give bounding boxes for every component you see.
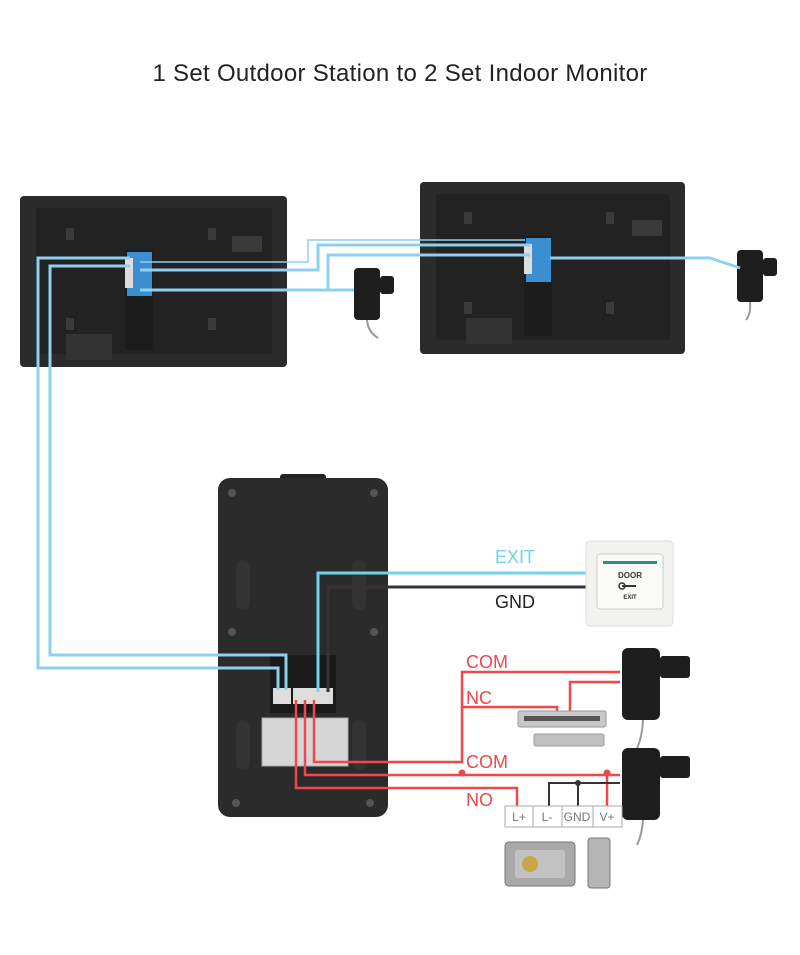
terminal-l-minus: L- <box>542 810 553 824</box>
indoor-monitor-2 <box>420 182 685 354</box>
power-adapter-monitor-2 <box>737 250 777 321</box>
electric-lock <box>504 837 611 889</box>
svg-text:DOOR: DOOR <box>618 571 642 580</box>
indoor-monitor-1 <box>20 196 287 367</box>
outdoor-station <box>218 474 388 817</box>
exit-label: EXIT <box>495 547 535 567</box>
terminal-gnd: GND <box>564 810 591 824</box>
no-label: NO <box>466 790 493 810</box>
power-adapter-monitor-1 <box>354 268 394 339</box>
power-adapter-lock-2 <box>622 748 690 846</box>
gnd-wire <box>326 585 586 692</box>
diagram-title: 1 Set Outdoor Station to 2 Set Indoor Mo… <box>152 60 648 87</box>
video-terminal <box>273 688 291 704</box>
com-label-2: COM <box>466 752 508 772</box>
lock-terminal-block: L+ L- GND V+ <box>504 805 623 828</box>
exit-wire <box>316 571 586 692</box>
terminal-v-plus: V+ <box>599 810 614 824</box>
lock-terminal <box>293 688 333 704</box>
terminal-l-plus: L+ <box>512 810 526 824</box>
magnetic-lock <box>517 710 607 747</box>
lock-gnd-wires <box>548 782 620 806</box>
com-label-1: COM <box>466 652 508 672</box>
door-exit-button: DOOR EXIT <box>585 540 674 627</box>
power-adapter-lock-1 <box>622 648 690 749</box>
lock-wires <box>294 670 620 806</box>
nc-label: NC <box>466 688 492 708</box>
gnd-label: GND <box>495 592 535 612</box>
svg-text:EXIT: EXIT <box>623 595 637 601</box>
video-wires <box>36 239 741 690</box>
